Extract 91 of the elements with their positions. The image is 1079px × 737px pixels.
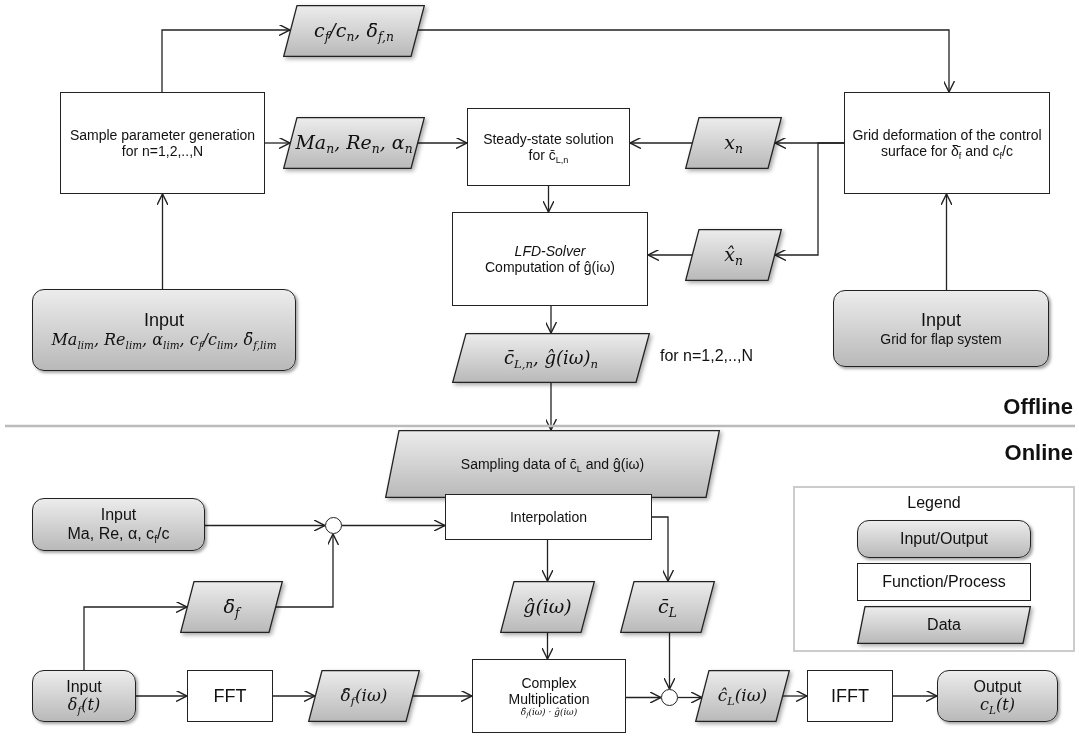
node-text: Ma$_{lim}$, Re$_{lim}$, α$_{lim}$, c$_{f}$/c$_{lim}$, δ̄$_{f,lim}$ bbox=[50, 331, 278, 350]
node-text: Ma$_{n}$, Re$_{n}$, α$_{n}$ bbox=[294, 132, 414, 154]
process-box bbox=[472, 659, 626, 733]
node-text: δ̂$_{f}$(iω) · ĝ(iω) bbox=[520, 706, 578, 718]
data-parallelogram bbox=[695, 670, 790, 722]
arrow bbox=[542, 185, 555, 213]
arrow bbox=[544, 382, 558, 431]
arrow bbox=[625, 691, 662, 704]
node-text: δ̂$_{f}$(iω) bbox=[339, 686, 389, 706]
legend-title: Legend bbox=[906, 494, 962, 512]
arrow bbox=[341, 519, 446, 532]
process-box bbox=[187, 670, 273, 722]
arrow bbox=[272, 689, 316, 703]
node-text: c̄$_{L}$ bbox=[657, 596, 678, 618]
process-box bbox=[467, 108, 630, 186]
arrow bbox=[940, 193, 953, 291]
node-text: IFFT bbox=[830, 685, 870, 707]
node-heading: Output bbox=[972, 677, 1023, 696]
arrow bbox=[892, 689, 938, 703]
arrow bbox=[275, 533, 340, 608]
node-heading: LFD-Solver bbox=[513, 242, 587, 259]
arrow bbox=[782, 689, 808, 703]
node-text: c$_{L}$(t) bbox=[979, 696, 1016, 715]
process-box bbox=[844, 92, 1050, 194]
arrow bbox=[629, 136, 693, 150]
node-text: FFT bbox=[212, 685, 248, 707]
arrow bbox=[204, 519, 326, 532]
node-text: Computation of ĝ(iω) bbox=[484, 259, 616, 276]
arrow bbox=[135, 689, 188, 703]
data-parallelogram bbox=[180, 581, 283, 633]
arrow bbox=[417, 136, 468, 150]
arrow bbox=[417, 29, 956, 93]
input-output-box bbox=[32, 498, 205, 551]
arrow bbox=[647, 248, 693, 262]
node-text: Interpolation bbox=[508, 508, 589, 526]
legend-entry: Function/Process bbox=[857, 563, 1031, 601]
arrow bbox=[83, 600, 188, 671]
node-text: Sample parameter generation for n=1,2,..,N bbox=[68, 126, 257, 160]
input-output-box bbox=[833, 290, 1049, 367]
junction-circle bbox=[661, 689, 678, 706]
data-parallelogram bbox=[308, 670, 420, 722]
node-text: c$_{f}$/c$_{n}$, δ̄$_{f,n}$ bbox=[313, 20, 395, 42]
node-text: Ma, Re, α, c$_{f}$/c bbox=[66, 524, 171, 543]
data-parallelogram bbox=[500, 581, 595, 633]
arrow bbox=[774, 142, 845, 262]
node-text: Steady-state solution for c̄$_{L,n}$ bbox=[482, 130, 615, 164]
node-text: c̄$_{L,n}$, ĝ(iω)$_{n}$ bbox=[502, 347, 600, 369]
input-output-box bbox=[32, 289, 296, 371]
node-heading: Input bbox=[99, 506, 138, 525]
node-heading: Input bbox=[65, 677, 103, 696]
arrow bbox=[264, 136, 291, 150]
arrow bbox=[156, 193, 169, 290]
node-text: δ̄$_{f}$ bbox=[222, 596, 243, 618]
data-parallelogram bbox=[452, 333, 650, 383]
arrow bbox=[544, 305, 558, 334]
node-heading: Input bbox=[919, 310, 962, 331]
arrow bbox=[541, 632, 554, 660]
legend-entry: Input/Output bbox=[857, 520, 1031, 558]
arrow bbox=[651, 516, 675, 582]
node-text: x$_{n}$ bbox=[723, 132, 744, 154]
node-text: ĉ$_{L}$(iω) bbox=[716, 686, 769, 706]
data-parallelogram bbox=[385, 430, 720, 498]
junction-circle bbox=[325, 517, 342, 534]
node-text: Grid for flap system bbox=[879, 330, 1003, 347]
process-box bbox=[445, 494, 652, 540]
node-caption: for n=1,2,..,N bbox=[660, 347, 753, 365]
arrow bbox=[677, 691, 703, 704]
arrow bbox=[412, 689, 473, 703]
arrow bbox=[663, 632, 676, 690]
node-heading: Complex Multiplication bbox=[507, 674, 591, 707]
data-parallelogram bbox=[283, 5, 425, 57]
section-label: Online bbox=[1004, 440, 1073, 466]
node-text: δ$_{f}$(t) bbox=[66, 696, 102, 715]
arrow bbox=[161, 23, 291, 93]
node-text: ĝ(iω) bbox=[522, 596, 573, 618]
data-parallelogram bbox=[283, 117, 425, 169]
data-parallelogram bbox=[685, 117, 782, 169]
legend-entry: Data bbox=[857, 606, 1031, 644]
process-box bbox=[452, 212, 648, 306]
process-box bbox=[60, 92, 265, 194]
arrow bbox=[541, 539, 554, 582]
node-text: Grid deformation of the control surface for δ̄$_{f}$ and c$_{f}$/c bbox=[851, 126, 1043, 160]
node-text: x̂$_{n}$ bbox=[723, 244, 744, 266]
input-output-box bbox=[937, 670, 1058, 722]
node-heading: Input bbox=[142, 310, 185, 332]
process-box bbox=[807, 670, 893, 722]
data-parallelogram bbox=[620, 581, 715, 633]
input-output-box bbox=[32, 670, 136, 722]
section-label: Offline bbox=[1003, 394, 1073, 420]
data-parallelogram bbox=[685, 229, 782, 281]
node-text: Sampling data of c̄$_{L}$ and ĝ(iω) bbox=[459, 455, 646, 473]
